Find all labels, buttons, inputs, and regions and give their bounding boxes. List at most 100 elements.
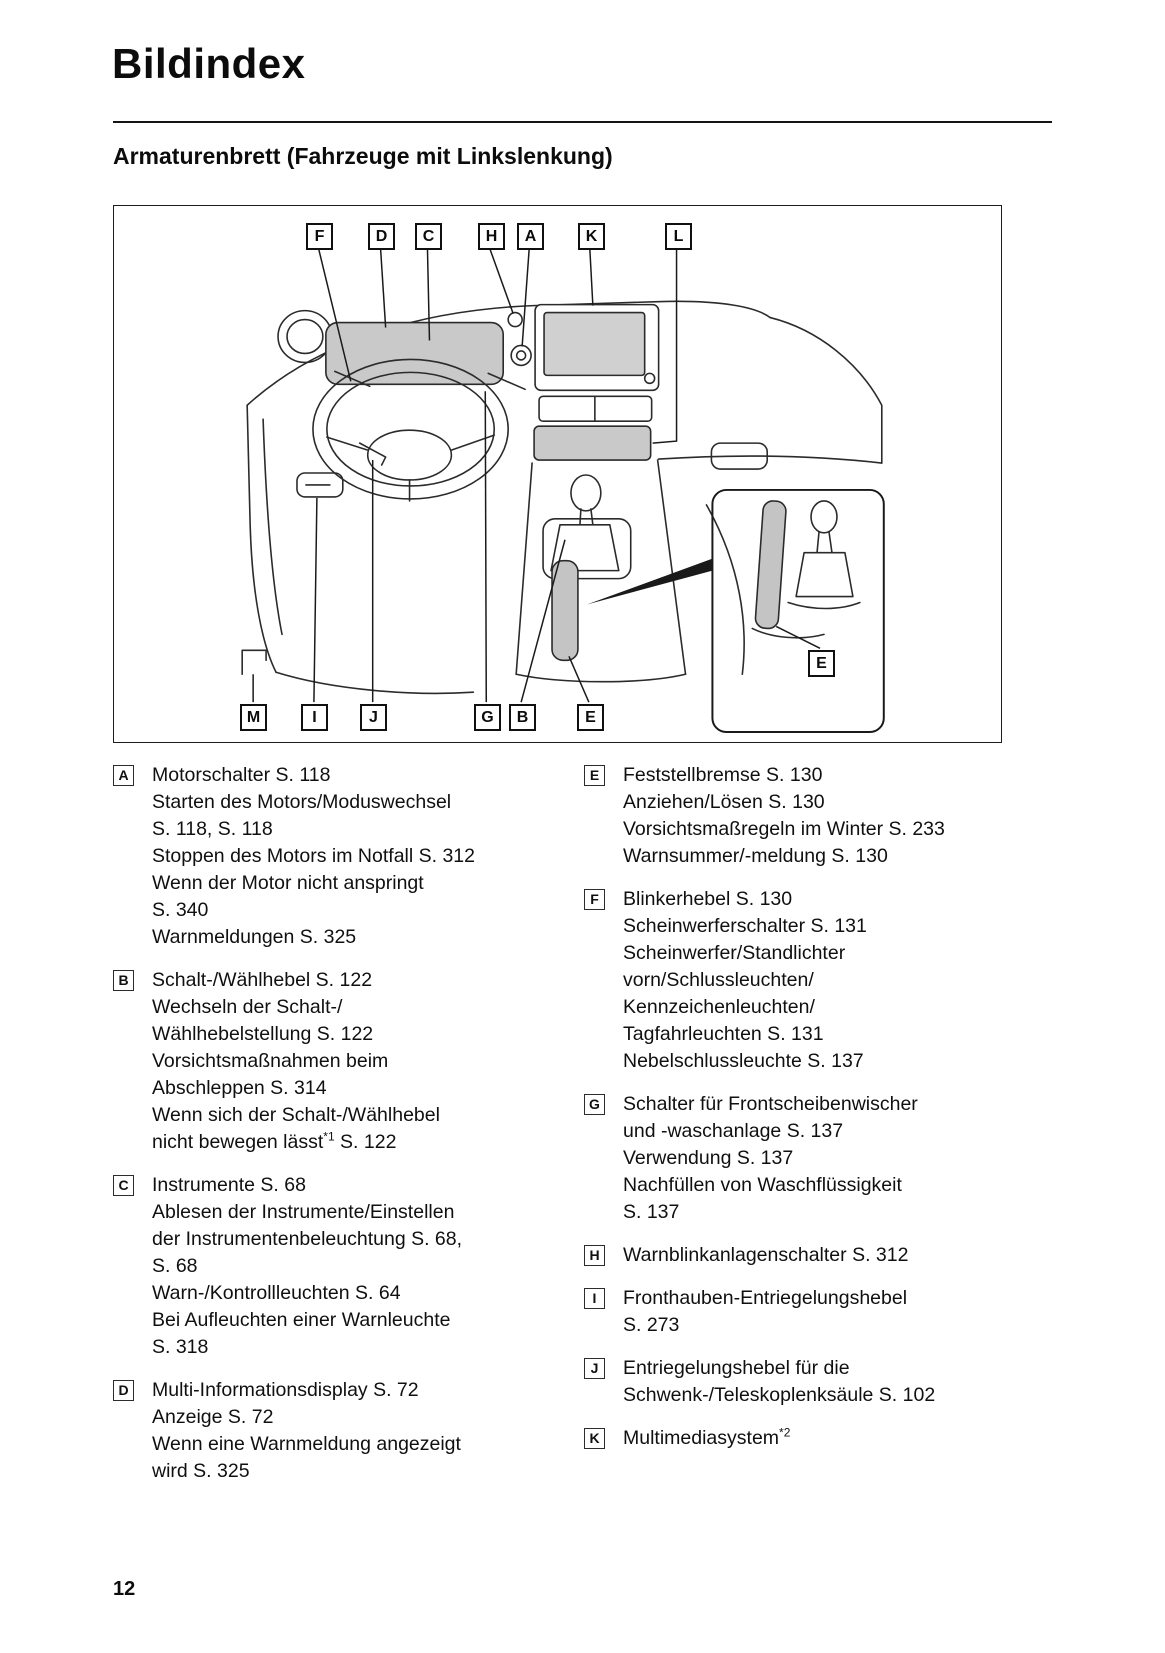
entry-line: Anziehen/Lösen S. 130 bbox=[623, 791, 825, 813]
entry-line: Scheinwerfer/Standlichter bbox=[623, 942, 846, 964]
entry-line: Wenn der Motor nicht anspringt bbox=[152, 872, 424, 894]
inset-console-line bbox=[787, 601, 861, 610]
index-entry-A: A Motorschalter S. 118 Starten des Motor… bbox=[113, 762, 573, 951]
entry-line: Stoppen des Motors im Notfall S. 312 bbox=[152, 845, 475, 867]
entry-line: Wählhebelstellung S. 122 bbox=[152, 1023, 374, 1045]
callout-letter-box: C bbox=[113, 1175, 134, 1196]
glovebox-handle bbox=[710, 442, 769, 470]
entry-line: wird S. 325 bbox=[152, 1460, 250, 1482]
entry-title: Multi-Informationsdisplay S. 72 bbox=[152, 1379, 419, 1401]
entry-line: S. 68 bbox=[152, 1255, 198, 1277]
multimedia-display-screen bbox=[543, 311, 646, 377]
entry-title: Entriegelungshebel für die bbox=[623, 1357, 850, 1379]
entry-line: Nebelschlussleuchte S. 137 bbox=[623, 1050, 864, 1072]
entry-title: Multimediasystem*2 bbox=[623, 1425, 791, 1450]
entry-line: Nachfüllen von Waschflüssigkeit bbox=[623, 1174, 902, 1196]
steering-wheel-rim bbox=[312, 358, 509, 500]
steering-wheel-rim-inner bbox=[326, 371, 496, 487]
index-entry-C: C Instrumente S. 68 Ablesen der Instrume… bbox=[113, 1172, 573, 1361]
dashboard-illustration bbox=[241, 249, 885, 734]
page-number: 12 bbox=[113, 1578, 136, 1600]
callout-label-B: B bbox=[509, 704, 536, 731]
callout-letter-box: K bbox=[584, 1428, 605, 1449]
page-title: Bildindex bbox=[112, 40, 306, 87]
dash-right-edge bbox=[769, 316, 883, 464]
callout-label-L: L bbox=[665, 223, 692, 250]
entry-title: Fronthauben-Entriegelungshebel bbox=[623, 1287, 908, 1309]
hood-release-lever bbox=[241, 649, 267, 676]
entry-line: Warnsummer/-meldung S. 130 bbox=[623, 845, 888, 867]
entry-line: vorn/Schlussleuchten/ bbox=[623, 969, 814, 991]
dashboard-diagram: F D C H A K L M I J G B E E bbox=[113, 205, 1002, 743]
entry-title: Instrumente S. 68 bbox=[152, 1174, 306, 1196]
entry-line: S. 118, S. 118 bbox=[152, 818, 273, 840]
turn-signal-stalk bbox=[334, 370, 371, 388]
left-pillar bbox=[246, 404, 277, 674]
index-column-left: A Motorschalter S. 118 Starten des Motor… bbox=[113, 762, 573, 1501]
steering-wheel-spokes bbox=[326, 434, 496, 502]
entry-line: Schwenk-/Teleskoplenksäule S. 102 bbox=[623, 1384, 936, 1406]
callout-letter-box: A bbox=[113, 765, 134, 786]
inset-shift-boot bbox=[795, 551, 854, 598]
wiper-stalk bbox=[487, 372, 526, 391]
callout-label-E: E bbox=[577, 704, 604, 731]
inset-shift-stem bbox=[816, 530, 833, 554]
entry-line: nicht bewegen lässt*1 S. 122 bbox=[152, 1129, 397, 1154]
callout-letter-box: G bbox=[584, 1094, 605, 1115]
callout-letter-box: E bbox=[584, 765, 605, 786]
index-entry-K: K Multimediasystem*2 bbox=[584, 1425, 1044, 1452]
shift-boot bbox=[550, 524, 620, 572]
dash-lower-edge bbox=[657, 455, 883, 464]
entry-line: Vorsichtsmaßnahmen beim bbox=[152, 1050, 389, 1072]
entry-line: Warnmeldungen S. 325 bbox=[152, 926, 357, 948]
engine-switch-center bbox=[515, 350, 527, 361]
entry-line: Wenn sich der Schalt-/Wählhebel bbox=[152, 1104, 440, 1126]
index-entry-E: E Feststellbremse S. 130 Anziehen/Lösen … bbox=[584, 762, 1044, 870]
side-vent-inner bbox=[286, 318, 324, 355]
shift-plate bbox=[542, 518, 632, 580]
engine-switch bbox=[510, 344, 532, 367]
shift-knob bbox=[570, 474, 602, 512]
left-pillar-inner bbox=[262, 418, 283, 636]
callout-label-D: D bbox=[368, 223, 395, 250]
shift-stem bbox=[579, 508, 594, 526]
callout-label-C: C bbox=[415, 223, 442, 250]
callout-letter-box: B bbox=[113, 970, 134, 991]
entry-line: Anzeige S. 72 bbox=[152, 1406, 274, 1428]
entry-line: Verwendung S. 137 bbox=[623, 1147, 794, 1169]
callout-letter-box: H bbox=[584, 1245, 605, 1266]
entry-title: Blinkerhebel S. 130 bbox=[623, 888, 793, 910]
callout-label-F: F bbox=[306, 223, 333, 250]
column-release-lever bbox=[358, 442, 387, 466]
inset-console-base bbox=[751, 627, 825, 639]
entry-line: Warn-/Kontrollleuchten S. 64 bbox=[152, 1282, 401, 1304]
entry-line: Wechseln der Schalt-/ bbox=[152, 996, 343, 1018]
entry-title: Warnblinkanlagenschalter S. 312 bbox=[623, 1244, 909, 1266]
index-entry-J: J Entriegelungshebel für die Schwenk-/Te… bbox=[584, 1355, 1044, 1409]
index-list: A Motorschalter S. 118 Starten des Motor… bbox=[113, 762, 1052, 1501]
entry-title: Motorschalter S. 118 bbox=[152, 764, 331, 786]
entry-line: Abschleppen S. 314 bbox=[152, 1077, 327, 1099]
side-vent bbox=[277, 309, 333, 364]
callout-letter-box: D bbox=[113, 1380, 134, 1401]
callout-label-I: I bbox=[301, 704, 328, 731]
index-entry-G: G Schalter für Frontscheibenwischer und … bbox=[584, 1091, 1044, 1226]
callout-label-G: G bbox=[474, 704, 501, 731]
entry-line: und -waschanlage S. 137 bbox=[623, 1120, 844, 1142]
entry-line: S. 318 bbox=[152, 1336, 209, 1358]
callout-letter-box: J bbox=[584, 1358, 605, 1379]
console-base bbox=[515, 673, 687, 683]
index-entry-H: H Warnblinkanlagenschalter S. 312 bbox=[584, 1242, 1044, 1269]
entry-line: Ablesen der Instrumente/Einstellen bbox=[152, 1201, 455, 1223]
entry-line: Wenn eine Warnmeldung angezeigt bbox=[152, 1433, 461, 1455]
parking-brake-lever bbox=[551, 559, 579, 662]
index-entry-I: I Fronthauben-Entriegelungshebel S. 273 bbox=[584, 1285, 1044, 1339]
entry-line: Tagfahrleuchten S. 131 bbox=[623, 1023, 824, 1045]
footnote-marker: *2 bbox=[779, 1425, 791, 1440]
entry-line: S. 273 bbox=[623, 1314, 680, 1336]
callout-label-M: M bbox=[240, 704, 267, 731]
callout-label-H: H bbox=[478, 223, 505, 250]
callout-label-K: K bbox=[578, 223, 605, 250]
entry-line: Scheinwerferschalter S. 131 bbox=[623, 915, 867, 937]
